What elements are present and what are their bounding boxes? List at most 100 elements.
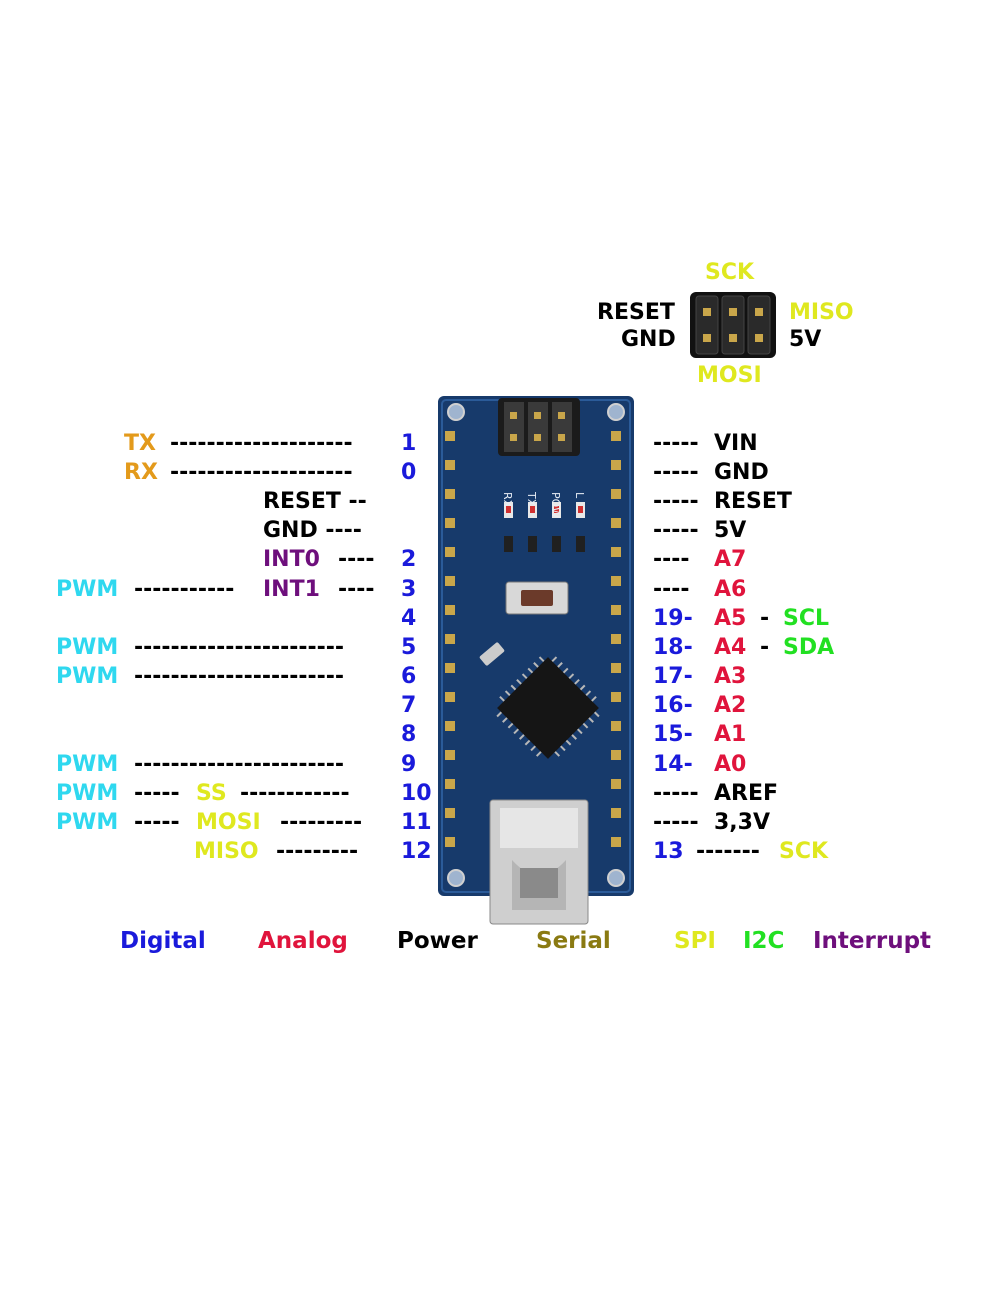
header-pin	[611, 634, 621, 644]
header-pin	[445, 431, 455, 441]
icsp-reset-label: RESET	[597, 300, 675, 325]
int0-dashes: ----	[338, 547, 375, 572]
pwm-9-dashes: -----------------------	[134, 752, 345, 777]
pin-12: 12	[401, 839, 432, 864]
pin-8: 8	[401, 722, 417, 747]
header-pin	[445, 605, 455, 615]
rx-dashes: --------------------	[170, 460, 353, 485]
sck-label: SCK	[779, 839, 829, 864]
icsp-miso-label: MISO	[789, 300, 854, 325]
a2-label: A2	[714, 693, 747, 718]
mosi-label: MOSI	[196, 810, 261, 835]
sck-dashes: -------	[696, 839, 760, 864]
arduino-nano-board: RX TX POW L	[438, 396, 634, 925]
a5-sep: -	[760, 606, 770, 631]
header-pin	[445, 808, 455, 818]
pwm-9-label: PWM	[56, 752, 119, 777]
header-pin	[611, 779, 621, 789]
pin-18: 18-	[653, 635, 693, 660]
header-pin	[611, 431, 621, 441]
pin-17: 17-	[653, 664, 693, 689]
a4-label: A4	[714, 635, 747, 660]
tx-dashes: --------------------	[170, 431, 353, 456]
right-reset-label: RESET	[714, 489, 792, 514]
pwm-6-dashes: -----------------------	[134, 664, 345, 689]
pin-4: 4	[401, 606, 417, 631]
legend-interrupt: Interrupt	[813, 928, 932, 954]
header-pin	[445, 692, 455, 702]
pwm-10-dashes-a: -----	[134, 781, 180, 806]
right-gnd-label: GND	[714, 460, 769, 485]
pin-14: 14-	[653, 752, 693, 777]
left-gnd-label: GND ----	[263, 518, 362, 543]
sda-label: SDA	[783, 635, 835, 660]
header-pin	[611, 808, 621, 818]
pin-11: 11	[401, 810, 432, 835]
header-pin	[611, 692, 621, 702]
vin-label: VIN	[714, 431, 758, 456]
header-pin	[611, 605, 621, 615]
header-pin	[445, 721, 455, 731]
ss-label: SS	[196, 781, 227, 806]
a5-label: A5	[714, 606, 747, 631]
header-pin	[445, 837, 455, 847]
3v3-label: 3,3V	[714, 810, 770, 835]
header-pin	[445, 489, 455, 499]
header-pin	[445, 634, 455, 644]
vin-dashes: -----	[653, 431, 699, 456]
pin-2: 2	[401, 547, 417, 572]
int1-label: INT1	[263, 577, 320, 602]
legend-analog: Analog	[258, 928, 348, 954]
header-pin	[611, 460, 621, 470]
pin-19: 19-	[653, 606, 693, 631]
pwm-3-dashes: -----------	[134, 577, 235, 602]
pin-9: 9	[401, 752, 417, 777]
pin-15: 15-	[653, 722, 693, 747]
header-pin	[445, 460, 455, 470]
a3-label: A3	[714, 664, 747, 689]
icsp-sck-label: SCK	[705, 260, 755, 285]
pwm-11-dashes-b: ---------	[280, 810, 363, 835]
pwm-5-dashes: -----------------------	[134, 635, 345, 660]
a4-sep: -	[760, 635, 770, 660]
legend-digital: Digital	[120, 928, 206, 954]
pwm-5-label: PWM	[56, 635, 119, 660]
aref-dashes: -----	[653, 781, 699, 806]
header-pin	[445, 750, 455, 760]
a1-label: A1	[714, 722, 747, 747]
pwm-3-label: PWM	[56, 577, 119, 602]
aref-label: AREF	[714, 781, 779, 806]
pin-0: 0	[401, 460, 417, 485]
a7-label: A7	[714, 547, 747, 572]
legend-i2c: I2C	[743, 928, 785, 954]
header-pin	[611, 750, 621, 760]
int1-dashes: ----	[338, 577, 375, 602]
tx-label: TX	[124, 431, 156, 456]
pin-5: 5	[401, 635, 417, 660]
rx-label: RX	[124, 460, 158, 485]
pin-3: 3	[401, 577, 417, 602]
header-pin	[445, 576, 455, 586]
legend-power: Power	[397, 928, 478, 954]
3v3-dashes: -----	[653, 810, 699, 835]
icsp-header	[690, 292, 776, 358]
pin-7: 7	[401, 693, 417, 718]
icsp-gnd-label: GND	[621, 327, 676, 352]
header-pin	[445, 518, 455, 528]
a0-label: A0	[714, 752, 747, 777]
header-pin	[445, 547, 455, 557]
header-pin	[611, 576, 621, 586]
a7-dashes: ----	[653, 547, 690, 572]
header-pin	[611, 547, 621, 557]
header-pin	[611, 489, 621, 499]
left-reset-label: RESET --	[263, 489, 367, 514]
pwm-11-dashes-a: -----	[134, 810, 180, 835]
miso-dashes: ---------	[276, 839, 359, 864]
int0-label: INT0	[263, 547, 320, 572]
header-pin	[445, 779, 455, 789]
icsp-mosi-label: MOSI	[697, 363, 762, 388]
right-reset-dashes: -----	[653, 489, 699, 514]
right-5v-dashes: -----	[653, 518, 699, 543]
pwm-6-label: PWM	[56, 664, 119, 689]
silk-rx-label: RX	[501, 492, 514, 508]
